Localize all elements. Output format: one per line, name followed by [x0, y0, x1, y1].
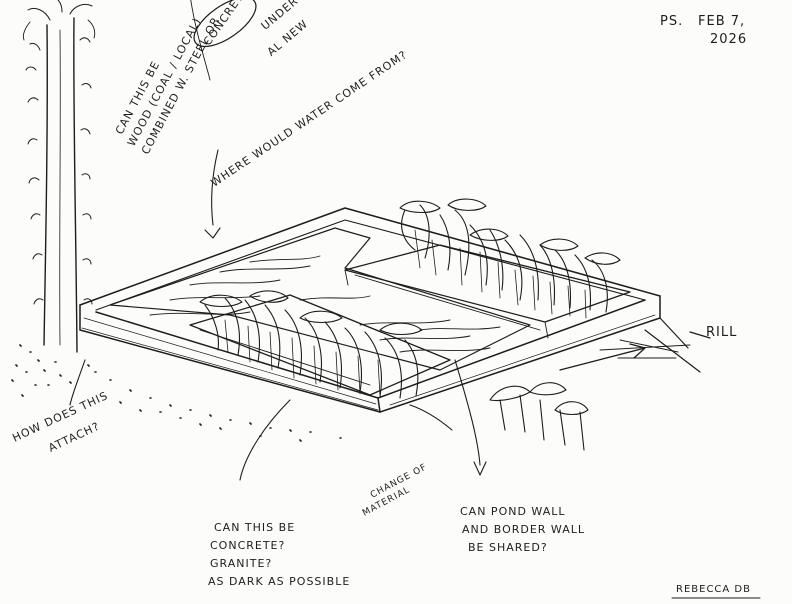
planter-bed-back: [344, 244, 631, 339]
note-concrete-line4: AS DARK AS POSSIBLE: [208, 575, 351, 588]
note-pond-line2: AND BORDER WALL: [462, 523, 585, 536]
header-initials: PS.: [660, 14, 684, 29]
plants-front: [199, 290, 423, 399]
header-date-line1: FEB 7,: [698, 14, 746, 29]
concrete-circle: [193, 0, 257, 48]
note-concrete-line3: GRANITE?: [210, 557, 273, 570]
header-date-line2: 2026: [710, 32, 748, 47]
plant-rill: [489, 382, 589, 451]
tree-trunk: [22, 0, 96, 353]
rill-arrow: [559, 331, 711, 371]
leader-lines: [69, 0, 487, 481]
note-concrete-line1: CAN THIS BE: [214, 521, 296, 534]
signature: REBECCA DB: [676, 584, 751, 595]
note-pond-line3: BE SHARED?: [468, 541, 548, 554]
note-pond-line1: CAN POND WALL: [460, 505, 566, 518]
ground-stipple: [11, 344, 342, 442]
note-rill: RILL: [706, 325, 738, 340]
pond-water: [109, 227, 531, 371]
plants-back: [399, 198, 621, 319]
note-concrete-line2: CONCRETE?: [210, 539, 286, 552]
